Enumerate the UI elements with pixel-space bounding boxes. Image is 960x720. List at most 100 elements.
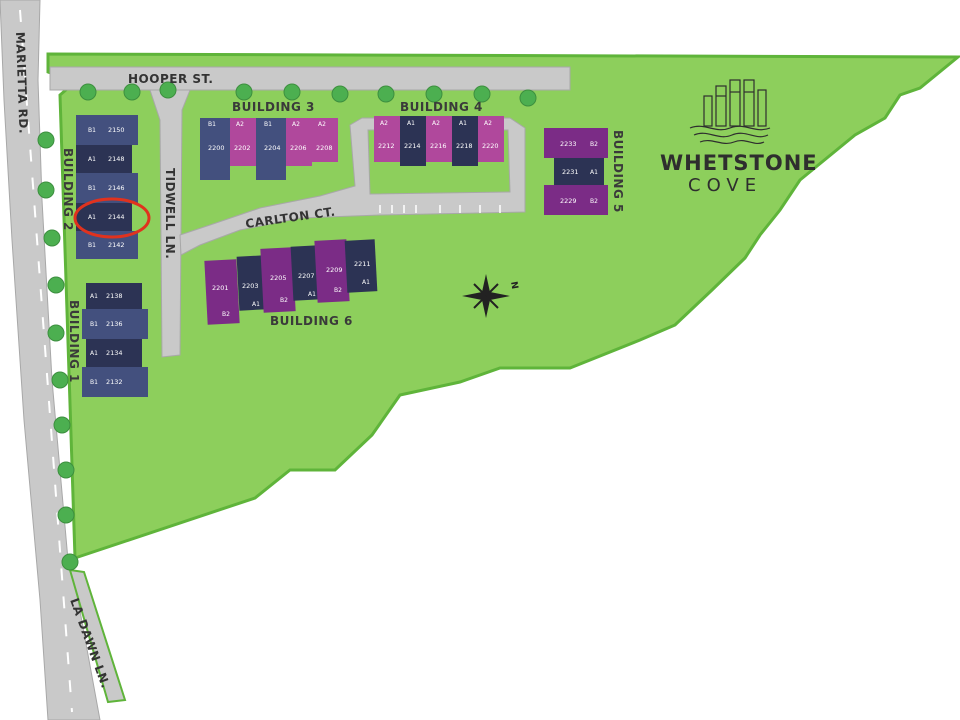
tree-icon: [57, 461, 75, 479]
tree-icon: [519, 89, 537, 107]
unit-number: 2206: [290, 144, 307, 152]
unit-number: 2214: [404, 142, 421, 150]
tree-icon: [79, 83, 97, 101]
unit-number: 2134: [106, 349, 123, 357]
building-4-label: BUILDING 4: [400, 100, 483, 114]
unit-number: 2209: [326, 266, 343, 274]
unit-2211[interactable]: [344, 239, 378, 293]
tree-icon: [283, 83, 301, 101]
tree-icon: [47, 324, 65, 342]
unit-2132[interactable]: [82, 367, 148, 397]
unit-type: A2: [318, 121, 326, 128]
compass-rose-icon: [462, 274, 510, 318]
marietta-road-label: MARIETTA RD.: [13, 32, 31, 135]
tree-icon: [123, 83, 141, 101]
unit-type: A1: [590, 169, 598, 176]
unit-type: A1: [308, 291, 316, 298]
unit-number: 2202: [234, 144, 251, 152]
tree-icon: [159, 81, 177, 99]
unit-number: 2144: [108, 213, 125, 221]
unit-2148[interactable]: [76, 145, 132, 173]
trees: [37, 81, 537, 571]
unit-2209[interactable]: [314, 239, 350, 303]
tree-icon: [37, 181, 55, 199]
unit-type: A1: [459, 120, 467, 127]
unit-2214[interactable]: [400, 116, 426, 166]
unit-type: A1: [407, 120, 415, 127]
building-2: B1 2150 A1 2148 B1 2146 A1 2144 B1 2142: [76, 115, 138, 259]
unit-number: 2148: [108, 155, 125, 163]
unit-type: B1: [208, 121, 216, 128]
unit-number: 2138: [106, 292, 123, 300]
unit-2201[interactable]: [204, 259, 240, 325]
tree-icon: [473, 85, 491, 103]
unit-2208[interactable]: [312, 118, 338, 162]
unit-type: B1: [90, 379, 98, 386]
unit-2136[interactable]: [82, 309, 148, 339]
unit-2134[interactable]: [86, 339, 142, 367]
unit-2231[interactable]: [554, 158, 604, 185]
tree-icon: [51, 371, 69, 389]
unit-2206[interactable]: [286, 118, 312, 166]
unit-2207[interactable]: [290, 245, 322, 301]
unit-type: A1: [88, 214, 96, 221]
unit-number: 2204: [264, 144, 281, 152]
unit-number: 2233: [560, 140, 577, 148]
unit-number: 2212: [378, 142, 395, 150]
tidwell-lane: [149, 89, 191, 358]
unit-2233[interactable]: [544, 128, 608, 158]
unit-number: 2211: [354, 260, 371, 268]
brand-subtitle: COVE: [688, 175, 762, 196]
unit-type: B2: [222, 311, 230, 318]
tree-icon: [235, 83, 253, 101]
building-2-label: BUILDING 2: [61, 148, 75, 231]
unit-type: B2: [590, 141, 598, 148]
unit-type: A2: [484, 120, 492, 127]
highlight-circle: [73, 197, 151, 239]
building-5: 2233 B2 2231 A1 2229 B2: [544, 128, 608, 215]
building-5-label: BUILDING 5: [611, 130, 625, 213]
unit-type: B2: [590, 198, 598, 205]
tree-icon: [61, 553, 79, 571]
building-6-label: BUILDING 6: [270, 314, 353, 328]
unit-number: 2229: [560, 197, 577, 205]
tree-icon: [47, 276, 65, 294]
unit-2205[interactable]: [260, 247, 296, 313]
unit-2212[interactable]: [374, 116, 400, 162]
unit-2218[interactable]: [452, 116, 478, 166]
unit-number: 2203: [242, 282, 259, 290]
unit-type: A2: [432, 120, 440, 127]
unit-number: 2136: [106, 320, 123, 328]
unit-number: 2205: [270, 274, 287, 282]
unit-2216[interactable]: [426, 116, 452, 162]
unit-type: A2: [236, 121, 244, 128]
unit-number: 2216: [430, 142, 447, 150]
unit-type: A1: [90, 293, 98, 300]
unit-2144[interactable]: [76, 203, 132, 231]
tree-icon: [37, 131, 55, 149]
building-1-label: BUILDING 1: [67, 300, 81, 383]
brand-name: WHETSTONE: [660, 151, 818, 175]
unit-2203[interactable]: [236, 255, 268, 311]
building-3-label: BUILDING 3: [232, 100, 315, 114]
tree-icon: [425, 85, 443, 103]
unit-2220[interactable]: [478, 116, 504, 162]
unit-number: 2231: [562, 168, 579, 176]
unit-2150[interactable]: [76, 115, 138, 145]
unit-2229[interactable]: [544, 185, 608, 215]
unit-type: A1: [88, 156, 96, 163]
unit-2202[interactable]: [230, 118, 256, 166]
unit-type: A1: [362, 279, 370, 286]
unit-2204[interactable]: [256, 118, 286, 180]
unit-type: B1: [90, 321, 98, 328]
unit-2200[interactable]: [200, 118, 230, 180]
unit-type: A1: [252, 301, 260, 308]
tree-icon: [57, 506, 75, 524]
unit-number: 2201: [212, 284, 229, 292]
unit-number: 2146: [108, 184, 125, 192]
unit-type: B2: [280, 297, 288, 304]
unit-2138[interactable]: [86, 283, 142, 309]
building-6: 2201 B2 2203 A1 2205 B2 2207 A1 2209 B2 …: [204, 239, 378, 325]
building-1: A1 2138 B1 2136 A1 2134 B1 2132: [82, 283, 148, 397]
